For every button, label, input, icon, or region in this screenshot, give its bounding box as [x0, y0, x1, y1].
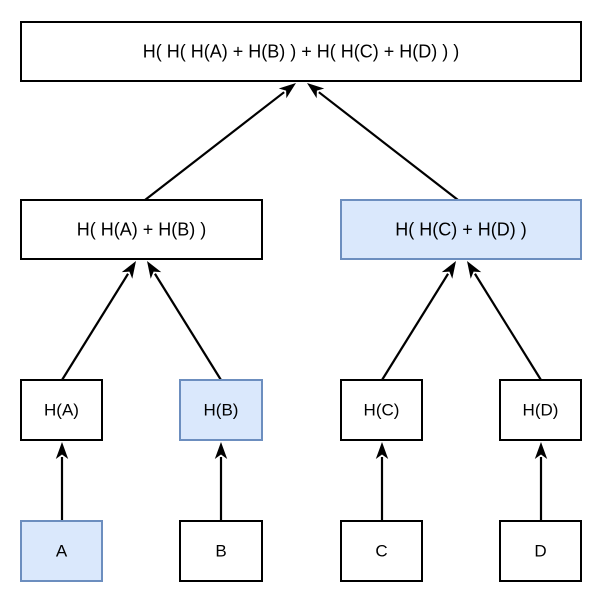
tree-node-data-d[interactable]: D — [499, 520, 582, 582]
tree-edge — [214, 442, 228, 521]
tree-edge — [144, 83, 296, 201]
node-box-data-a[interactable] — [20, 520, 103, 582]
tree-edge — [307, 83, 459, 201]
edge-shaft — [381, 273, 450, 381]
node-box-data-d[interactable] — [499, 520, 582, 582]
tree-node-branch-ab[interactable]: H( H(A) + H(B) ) — [20, 199, 263, 260]
node-label-hash-c: H(C) — [364, 400, 400, 419]
edge-arrowhead — [214, 442, 228, 459]
node-label-hash-a: H(A) — [44, 400, 79, 419]
edge-arrowhead — [534, 442, 548, 459]
edge-arrowhead — [278, 83, 296, 99]
tree-edge — [61, 261, 136, 381]
edge-arrowhead — [441, 261, 456, 279]
node-box-hash-d[interactable] — [499, 379, 582, 441]
node-label-branch-cd: H( H(C) + H(D) ) — [395, 219, 526, 239]
tree-edge — [147, 261, 222, 381]
edges-layer — [55, 83, 548, 521]
edge-shaft — [144, 91, 285, 201]
node-box-branch-ab[interactable] — [20, 199, 263, 260]
node-box-hash-b[interactable] — [179, 379, 263, 441]
tree-edge — [55, 442, 69, 521]
node-label-hash-b: H(B) — [204, 400, 239, 419]
node-label-data-b: B — [215, 541, 226, 560]
node-label-data-c: C — [375, 541, 387, 560]
tree-edge — [375, 442, 389, 521]
tree-node-hash-a[interactable]: H(A) — [20, 379, 103, 441]
tree-edge — [381, 261, 456, 381]
edge-arrowhead — [307, 83, 325, 99]
node-box-root[interactable] — [20, 21, 582, 82]
tree-node-root[interactable]: H( H( H(A) + H(B) ) + H( H(C) + H(D) ) ) — [20, 21, 582, 82]
edge-arrowhead — [121, 261, 136, 279]
tree-node-hash-b[interactable]: H(B) — [179, 379, 263, 441]
edge-arrowhead — [55, 442, 69, 459]
tree-edge — [534, 442, 548, 521]
edge-shaft — [61, 273, 130, 381]
node-label-hash-d: H(D) — [523, 400, 559, 419]
tree-node-data-b[interactable]: B — [179, 520, 263, 582]
node-label-branch-ab: H( H(A) + H(B) ) — [77, 219, 207, 239]
nodes-layer: H( H( H(A) + H(B) ) + H( H(C) + H(D) ) )… — [20, 21, 582, 582]
node-label-data-a: A — [56, 541, 68, 560]
edge-shaft — [153, 273, 222, 381]
node-box-data-c[interactable] — [340, 520, 423, 582]
edge-arrowhead — [147, 261, 162, 279]
edge-shaft — [473, 273, 542, 381]
tree-node-hash-c[interactable]: H(C) — [340, 379, 423, 441]
edge-shaft — [318, 91, 459, 201]
tree-node-branch-cd[interactable]: H( H(C) + H(D) ) — [340, 199, 582, 260]
node-label-root: H( H( H(A) + H(B) ) + H( H(C) + H(D) ) ) — [143, 41, 459, 61]
tree-node-data-c[interactable]: C — [340, 520, 423, 582]
edge-arrowhead — [467, 261, 482, 279]
node-label-data-d: D — [534, 541, 546, 560]
tree-node-hash-d[interactable]: H(D) — [499, 379, 582, 441]
node-box-branch-cd[interactable] — [340, 199, 582, 260]
tree-edge — [467, 261, 542, 381]
edge-arrowhead — [375, 442, 389, 459]
tree-node-data-a[interactable]: A — [20, 520, 103, 582]
node-box-hash-a[interactable] — [20, 379, 103, 441]
node-box-data-b[interactable] — [179, 520, 263, 582]
node-box-hash-c[interactable] — [340, 379, 423, 441]
